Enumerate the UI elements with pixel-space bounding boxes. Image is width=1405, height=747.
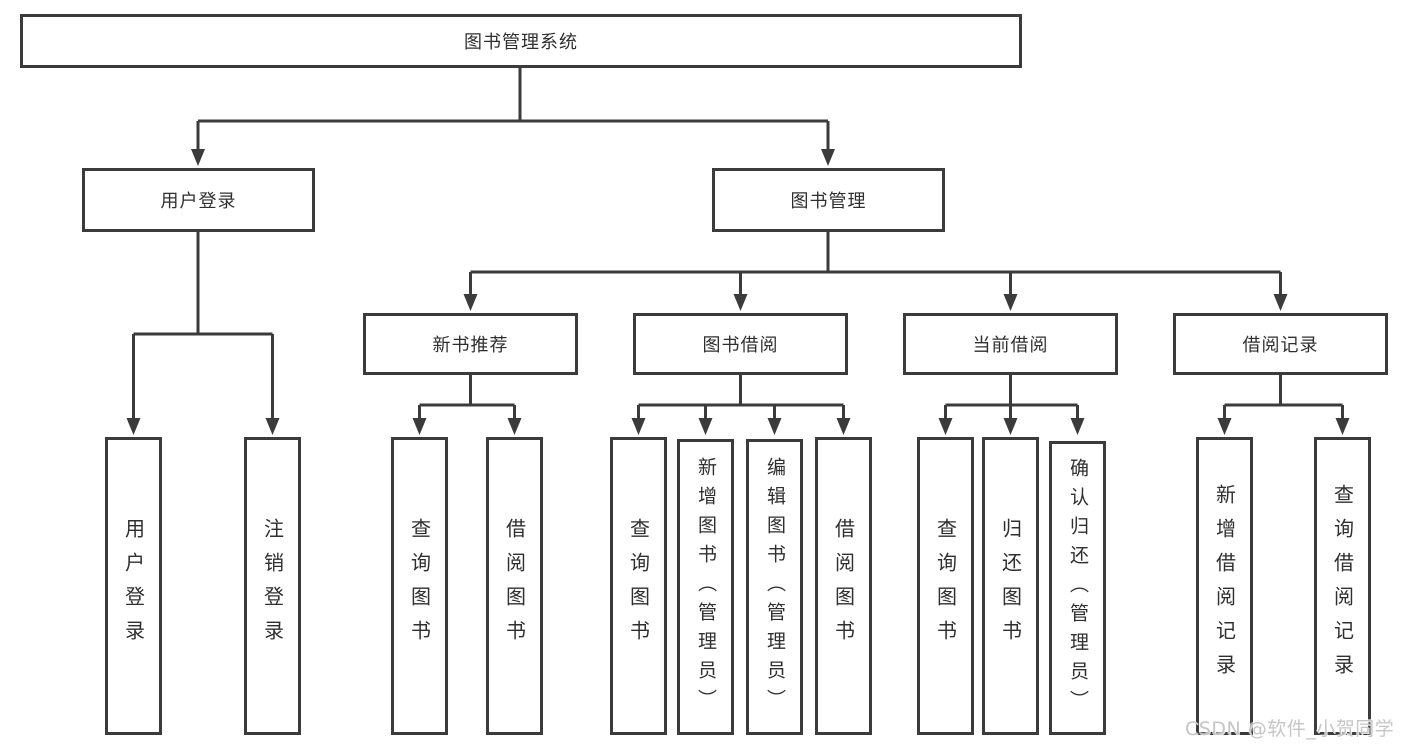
arrow-icon [821, 149, 835, 166]
node-root: 图书管理系统 [20, 14, 1022, 68]
arrow-icon [265, 418, 280, 435]
arrow-icon [463, 294, 478, 311]
arrowheads [126, 149, 1350, 435]
leaf-logout: 注销登录 [244, 437, 301, 735]
node-user-login: 用户登录 [82, 168, 315, 232]
node-current-borrowing: 当前借阅 [903, 313, 1118, 375]
arrow-icon [1070, 418, 1085, 435]
arrow-icon [191, 149, 205, 166]
connector-borrow-records-children [1223, 375, 1344, 421]
arrow-icon [126, 418, 141, 435]
leaf-query-books-1: 查询图书 [391, 437, 448, 735]
leaf-borrow-books-1: 借阅图书 [486, 437, 543, 735]
node-book-management: 图书管理 [712, 168, 945, 232]
leaf-query-books-2: 查询图书 [610, 437, 667, 735]
arrow-icon [836, 418, 851, 435]
leaf-query-books-3: 查询图书 [917, 437, 974, 735]
arrow-icon [698, 418, 713, 435]
arrow-icon [1003, 294, 1018, 311]
leaf-user-login: 用户登录 [105, 437, 162, 735]
arrow-icon [507, 418, 522, 435]
csdn-watermark: CSDN @软件_小贺同学 [1185, 718, 1395, 740]
connector-book-borrow-children [637, 375, 845, 421]
node-new-book-recommendation: 新书推荐 [363, 313, 578, 375]
leaf-borrow-books-2: 借阅图书 [815, 437, 872, 735]
arrow-icon [1003, 418, 1018, 435]
arrow-icon [767, 418, 782, 435]
arrow-icon [938, 418, 953, 435]
connector-book-mgmt-children [469, 232, 1282, 297]
connector-user-login-children [132, 232, 274, 421]
arrow-icon [1335, 418, 1350, 435]
leaf-return-book: 归还图书 [982, 437, 1039, 735]
arrow-icon [412, 418, 427, 435]
connector-new-book-rec-children [418, 375, 516, 421]
node-borrowing-records: 借阅记录 [1173, 313, 1388, 375]
arrow-icon [1273, 294, 1288, 311]
leaf-query-borrow-record: 查询借阅记录 [1314, 437, 1371, 735]
arrow-icon [631, 418, 646, 435]
arrow-icon [733, 294, 748, 311]
leaf-add-borrow-record: 新增借阅记录 [1196, 437, 1253, 735]
arrow-icon [1217, 418, 1232, 435]
leaf-add-book-admin: 新增图书（管理员） [677, 439, 734, 735]
connector-current-borrow-children [944, 375, 1079, 421]
connector-root-to-level2 [196, 68, 830, 152]
node-book-borrowing: 图书借阅 [633, 313, 848, 375]
leaf-confirm-return-admin: 确认归还（管理员） [1049, 441, 1106, 735]
leaf-edit-book-admin: 编辑图书（管理员） [746, 439, 803, 735]
